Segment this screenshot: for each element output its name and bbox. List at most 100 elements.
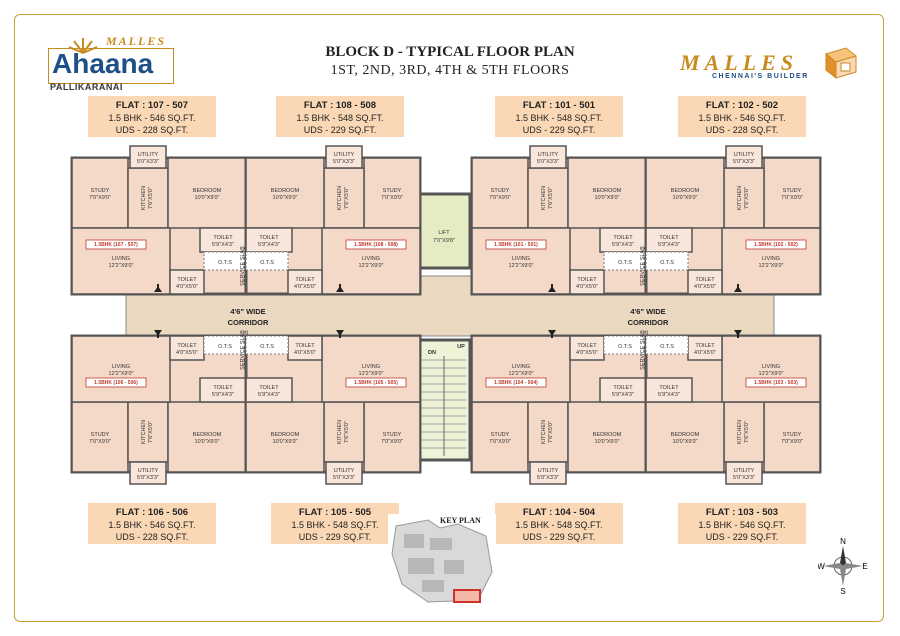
flat-number: FLAT : 106 - 506 — [115, 507, 189, 518]
room-label: TOILET — [613, 385, 633, 391]
room-label: TOILET — [695, 277, 715, 283]
service-slab-label: SERVICE SLAB — [640, 330, 646, 370]
room-label: LIVING — [112, 364, 130, 370]
key-plan-map — [388, 514, 496, 606]
room-dimension: 5'9"X4'3" — [212, 242, 234, 248]
room-utility — [725, 461, 763, 485]
room-dimension: 5'0"X3'3" — [333, 475, 355, 481]
room-label: BEDROOM — [671, 432, 700, 438]
room-dimension: 10'0"X9'0" — [273, 195, 298, 201]
builder-name: MALLES — [680, 50, 799, 75]
stair-up-label: UP — [457, 344, 465, 350]
room-bedroom — [645, 401, 725, 473]
room-label: KITCHEN — [541, 186, 547, 210]
ots-shaft — [203, 335, 247, 355]
room-living — [721, 335, 821, 403]
room-label: KITCHEN — [541, 420, 547, 444]
project-name: Ahaana — [52, 48, 154, 79]
compass-icon: N S E W — [818, 537, 868, 596]
room-dimension: 10'0"X9'0" — [595, 439, 620, 445]
unit-tag: 1.5BHK (107 - 507) — [94, 242, 138, 248]
room-dimension: 7'6"X5'0" — [148, 187, 154, 209]
room-label: LIVING — [762, 364, 780, 370]
room-label: LIVING — [362, 256, 380, 262]
room-toilet2 — [169, 335, 205, 361]
room-label: KITCHEN — [141, 186, 147, 210]
room-dimension: 5'9"X4'3" — [612, 242, 634, 248]
flat-type: 1.5 BHK - 548 SQ.FT. — [296, 113, 384, 123]
unit-tag-box — [485, 239, 547, 250]
corridor-label-right: CORRIDOR — [628, 318, 669, 327]
room-utility — [529, 145, 567, 169]
title-line-2: 1ST, 2ND, 3RD, 4TH & 5TH FLOORS — [330, 63, 570, 78]
stair-treads — [422, 356, 466, 456]
corridor-width-right: 4'6" WIDE — [630, 307, 665, 316]
room-label: BEDROOM — [271, 188, 300, 194]
room-dimension: 10'0"X9'0" — [195, 439, 220, 445]
flat-uds: UDS - 228 SQ.FT. — [115, 532, 189, 542]
room-dimension: 5'9"X4'3" — [212, 392, 234, 398]
room-dimension: 7'6"X5'0" — [548, 421, 554, 443]
room-toilet1 — [645, 227, 693, 253]
builder-logo-icon — [824, 47, 858, 80]
unit-tag: 1.5BHK (106 - 506) — [94, 380, 138, 386]
lift-label: LIFT — [438, 230, 450, 236]
room-dimension: 7'6"X5'0" — [744, 187, 750, 209]
room-study — [71, 157, 129, 229]
room-label: STUDY — [91, 188, 110, 194]
ots-label: O.T.S — [260, 260, 274, 266]
room-label: TOILET — [577, 277, 597, 283]
room-dimension: 7'0"X9'0" — [89, 439, 111, 445]
room-label: KITCHEN — [737, 420, 743, 444]
room-dimension: 4'0"X5'0" — [176, 350, 198, 356]
flat-info-103-503: FLAT : 103 - 503 1.5 BHK - 546 SQ.FT. UD… — [678, 503, 806, 544]
flat-type: 1.5 BHK - 546 SQ.FT. — [108, 520, 196, 530]
room-living — [471, 227, 571, 295]
room-dimension: 12'2"X9'0" — [759, 371, 784, 377]
room-utility — [325, 145, 363, 169]
flat-number: FLAT : 102 - 502 — [705, 100, 779, 111]
room-label: KITCHEN — [141, 420, 147, 444]
flat-info-101-501: FLAT : 101 - 501 1.5 BHK - 548 SQ.FT. UD… — [495, 96, 623, 137]
room-label: UTILITY — [334, 152, 355, 158]
flat-uds: UDS - 228 SQ.FT. — [705, 125, 779, 135]
room-toilet1 — [245, 377, 293, 403]
room-dimension: 5'0"X3'3" — [733, 159, 755, 165]
room-dimension: 12'2"X9'0" — [109, 263, 134, 269]
room-dimension: 10'0"X9'0" — [195, 195, 220, 201]
room-label: TOILET — [213, 385, 233, 391]
project-logo: MALLES Ahaana PALLIKARANAI — [46, 34, 176, 96]
flat-info-102-502: FLAT : 102 - 502 1.5 BHK - 546 SQ.FT. UD… — [678, 96, 806, 137]
room-label: BEDROOM — [671, 188, 700, 194]
room-label: TOILET — [577, 343, 597, 349]
room-dimension: 5'0"X3'3" — [733, 475, 755, 481]
corridor-width-left: 4'6" WIDE — [230, 307, 265, 316]
ots-label: O.T.S — [660, 344, 674, 350]
room-dimension: 7'0"X9'0" — [781, 195, 803, 201]
flat-info-105-505: FLAT : 105 - 505 1.5 BHK - 548 SQ.FT. UD… — [271, 503, 399, 544]
room-dimension: 7'6"X5'0" — [148, 421, 154, 443]
room-label: LIVING — [762, 256, 780, 262]
flat-info-106-506: FLAT : 106 - 506 1.5 BHK - 546 SQ.FT. UD… — [88, 503, 216, 544]
flat-uds: UDS - 229 SQ.FT. — [303, 125, 377, 135]
compass-north: N — [840, 537, 846, 546]
room-toilet2 — [687, 269, 723, 295]
unit-tag: 1.5BHK (105 - 505) — [354, 380, 398, 386]
flat-info-104-504: FLAT : 104 - 504 1.5 BHK - 548 SQ.FT. UD… — [495, 503, 623, 544]
flat-uds: UDS - 229 SQ.FT. — [522, 532, 596, 542]
ots-label: O.T.S — [218, 260, 232, 266]
compass-west: W — [818, 562, 825, 571]
room-label: LIVING — [512, 364, 530, 370]
room-dimension: 7'0"X9'0" — [781, 439, 803, 445]
unit-tag-box — [745, 239, 807, 250]
flat-info-107-507: FLAT : 107 - 507 1.5 BHK - 546 SQ.FT. UD… — [88, 96, 216, 137]
flat-type: 1.5 BHK - 546 SQ.FT. — [698, 113, 786, 123]
